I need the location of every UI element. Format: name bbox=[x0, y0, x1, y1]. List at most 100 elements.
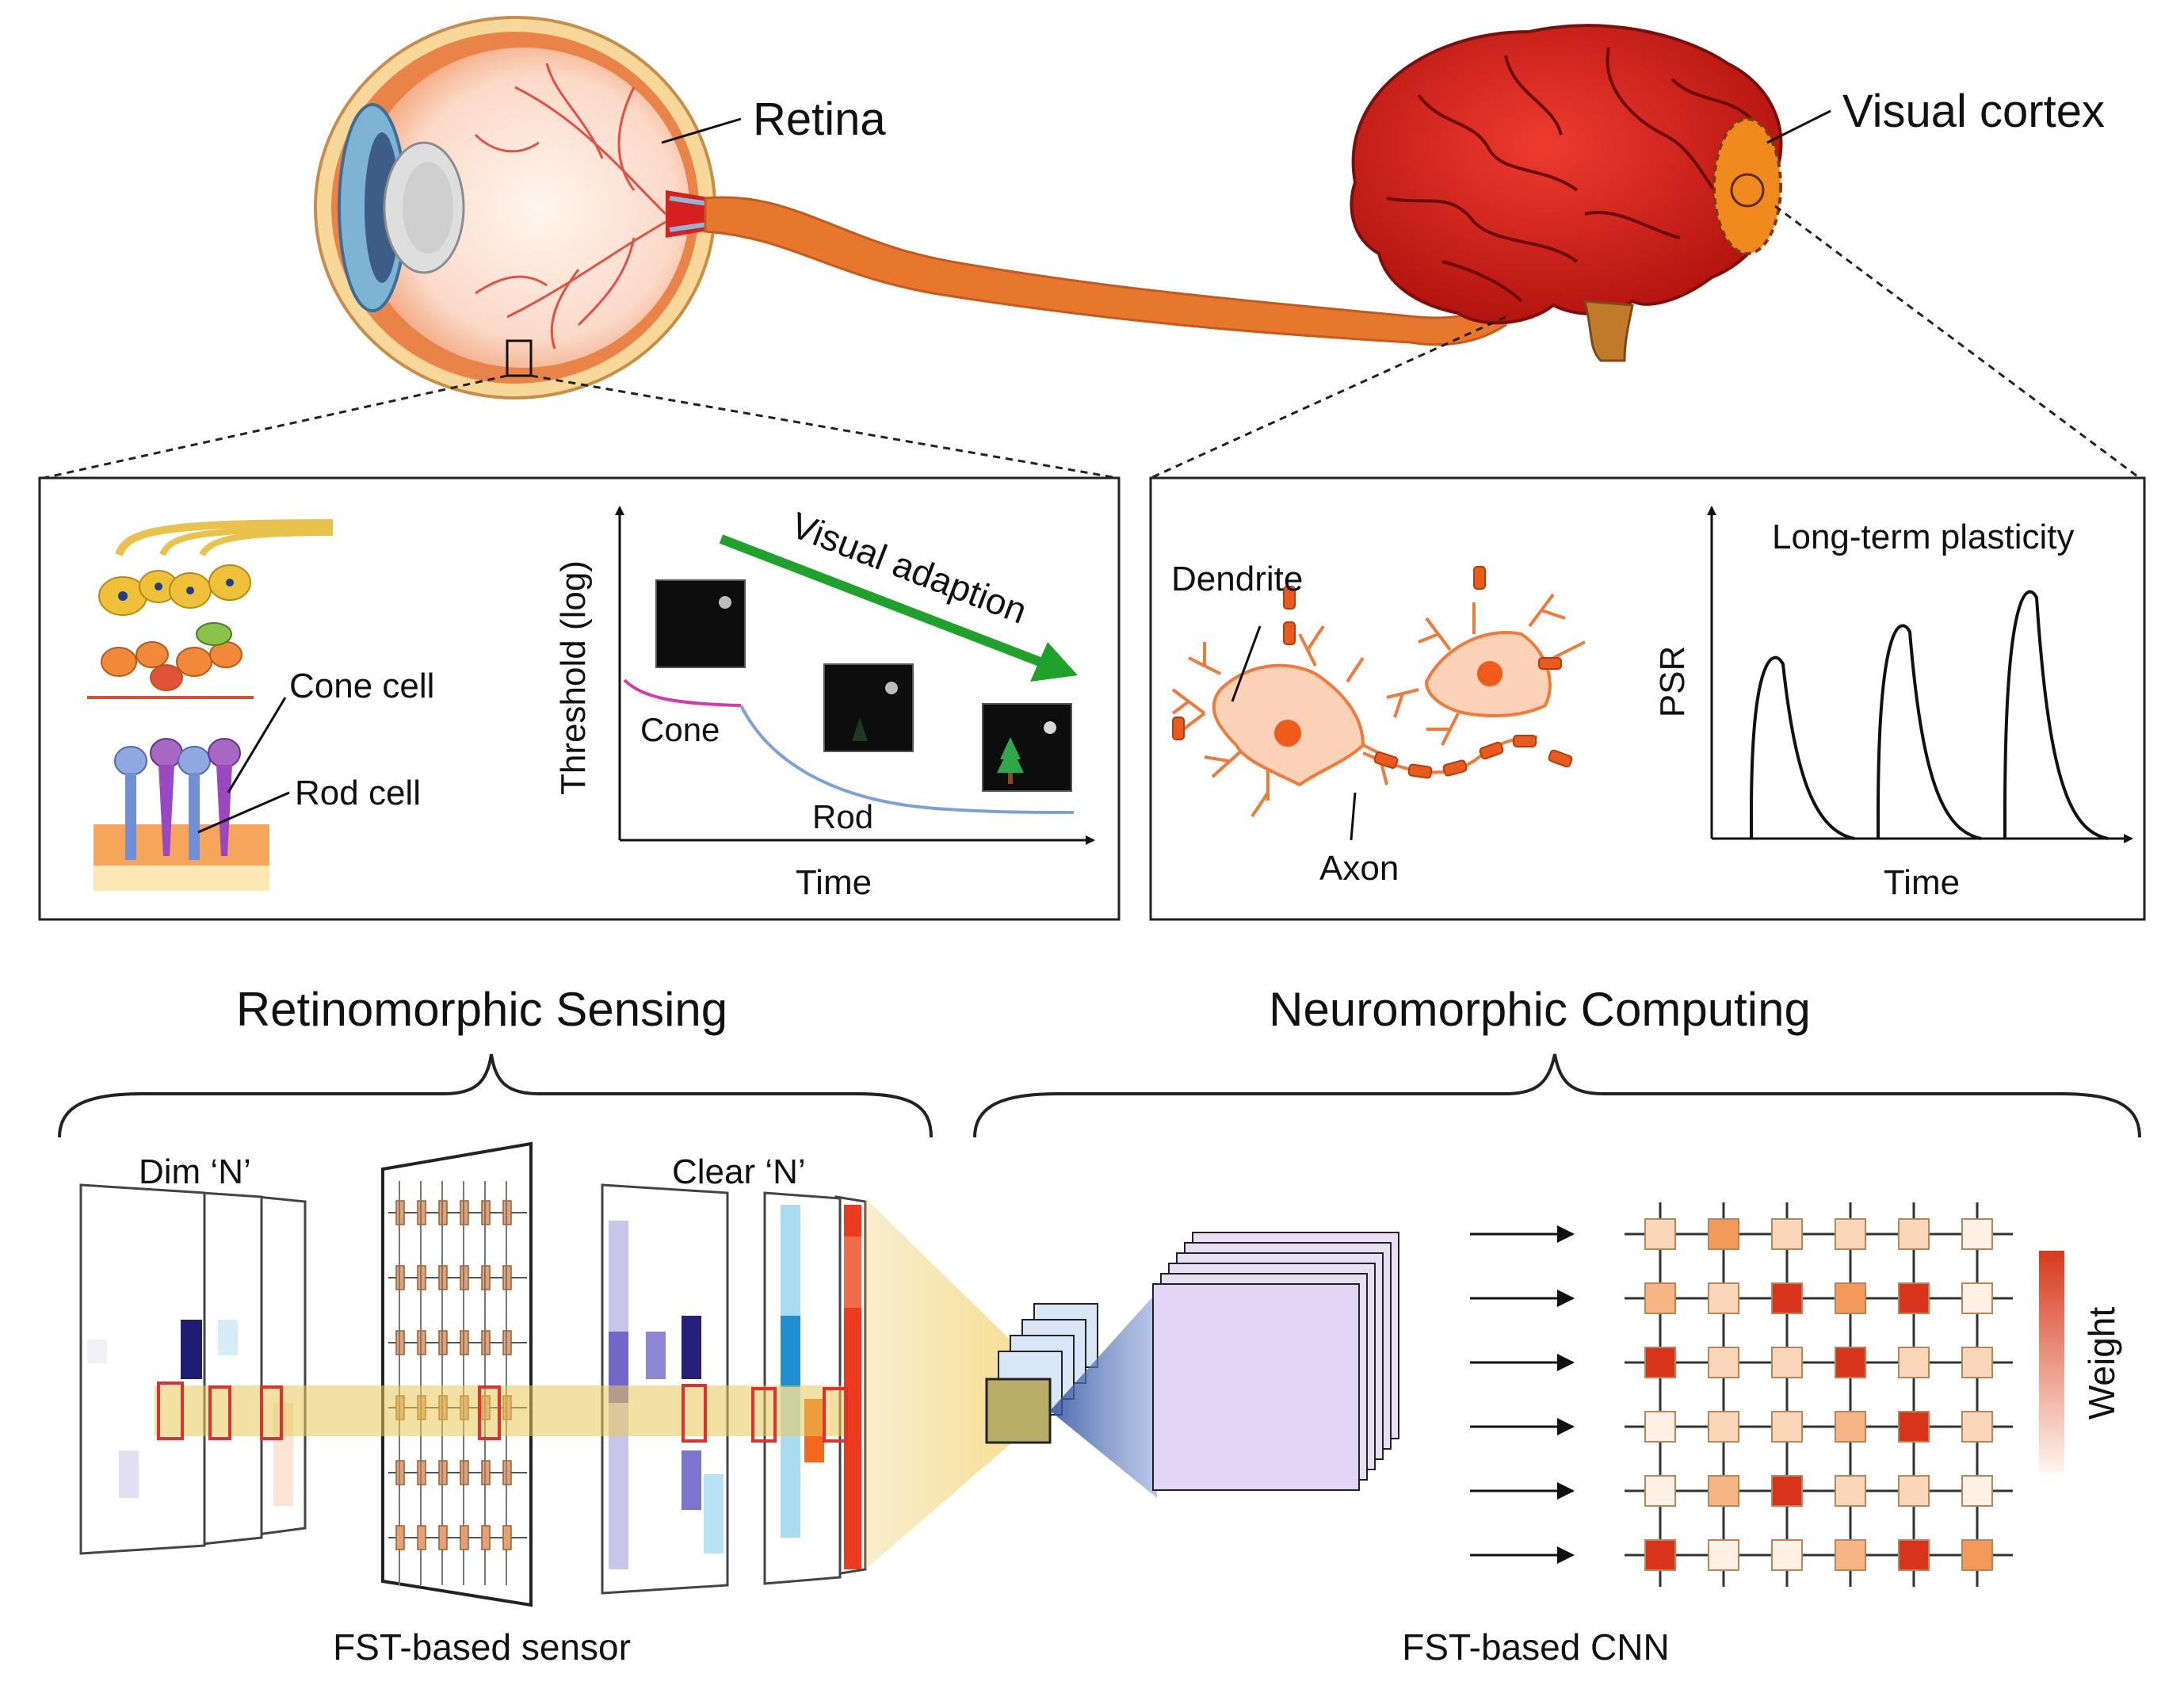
cone-cell-label: Cone cell bbox=[289, 667, 434, 705]
eye-illustration bbox=[314, 16, 716, 399]
weight-cell bbox=[1708, 1475, 1739, 1507]
sensor-pixel bbox=[460, 1265, 469, 1290]
plasticity-title: Long-term plasticity bbox=[1772, 518, 2074, 556]
sensor-pixel bbox=[438, 1460, 448, 1485]
sensor-pixel bbox=[460, 1525, 469, 1550]
sensor-pixel bbox=[438, 1525, 448, 1550]
weight-cell bbox=[1835, 1347, 1866, 1378]
fst-cnn-label: FST-based CNN bbox=[1402, 1626, 1669, 1668]
weight-cell bbox=[1835, 1411, 1866, 1443]
weight-cell bbox=[1961, 1539, 1993, 1571]
neuromorphic-computing-heading: Neuromorphic Computing bbox=[1269, 983, 1811, 1036]
visual-cortex-label: Visual cortex bbox=[1842, 86, 2105, 137]
weight-cell bbox=[1644, 1218, 1676, 1250]
sensor-pixel bbox=[417, 1265, 426, 1290]
blue-projection bbox=[1050, 1292, 1157, 1498]
cnn-input-stack bbox=[985, 1303, 1098, 1444]
weight-label: Weight bbox=[2081, 1307, 2122, 1420]
psr-pulses bbox=[1750, 590, 2109, 840]
weight-cell bbox=[1898, 1411, 1930, 1443]
adaptation-ylabel: Threshold (log) bbox=[554, 560, 593, 795]
axon-label: Axon bbox=[1319, 849, 1399, 888]
retina-label: Retina bbox=[753, 94, 886, 145]
weight-cell bbox=[1644, 1347, 1676, 1378]
sensor-pixel bbox=[502, 1200, 512, 1225]
weight-cell bbox=[1771, 1282, 1803, 1314]
sensor-pixel bbox=[502, 1265, 512, 1290]
weight-cell bbox=[1898, 1539, 1930, 1571]
weight-cell bbox=[1644, 1475, 1676, 1507]
sensor-pixel bbox=[395, 1460, 405, 1485]
plasticity-plot: PSR Time Long-term plasticity bbox=[1653, 506, 2133, 902]
weight-cell bbox=[1961, 1411, 1993, 1443]
weight-crossbar bbox=[1625, 1202, 2013, 1587]
weight-cell bbox=[1771, 1218, 1803, 1250]
computing-brace bbox=[973, 1053, 2141, 1138]
weight-cell bbox=[1898, 1218, 1930, 1250]
psr-pulse bbox=[1877, 624, 1982, 840]
brain-illustration bbox=[1350, 24, 1783, 362]
sensor-pixel bbox=[481, 1460, 491, 1485]
weight-cell bbox=[1708, 1282, 1739, 1314]
fst-sensor-array bbox=[381, 1141, 533, 1607]
weight-cell bbox=[1835, 1539, 1866, 1571]
adaptation-xlabel: Time bbox=[796, 863, 872, 902]
rod-curve-label: Rod bbox=[812, 798, 873, 835]
sensor-pixel bbox=[481, 1265, 491, 1290]
sensor-pixel bbox=[438, 1330, 448, 1355]
sensor-pixel bbox=[481, 1525, 491, 1550]
sensor-pixel bbox=[460, 1460, 469, 1485]
sensor-pixel bbox=[460, 1200, 469, 1225]
psr-pulse bbox=[1750, 655, 1855, 840]
rod-cell-label: Rod cell bbox=[295, 774, 421, 812]
sensor-pixel bbox=[438, 1265, 448, 1290]
weight-cell bbox=[1961, 1282, 1993, 1314]
neuron-illustration bbox=[1171, 566, 1586, 818]
weight-cell bbox=[1708, 1411, 1739, 1443]
weight-cell bbox=[1898, 1282, 1930, 1314]
weight-cell bbox=[1644, 1539, 1676, 1571]
yellow-projection bbox=[865, 1198, 1030, 1569]
plasticity-xlabel: Time bbox=[1884, 863, 1960, 902]
weight-cell bbox=[1961, 1218, 1993, 1250]
weight-cell bbox=[1708, 1347, 1739, 1378]
retinomorphic-sensing-heading: Retinomorphic Sensing bbox=[236, 983, 727, 1036]
sensor-pixel bbox=[417, 1460, 426, 1485]
psr-pulse bbox=[2003, 590, 2109, 840]
sensor-pixel bbox=[395, 1265, 405, 1290]
cone-curve-label: Cone bbox=[640, 711, 720, 748]
sensor-pixel bbox=[481, 1330, 491, 1355]
sensor-pixel bbox=[438, 1200, 448, 1225]
cnn-feature-maps bbox=[1152, 1232, 1399, 1491]
cone-curve bbox=[623, 678, 742, 707]
weight-cell bbox=[1771, 1539, 1803, 1571]
weight-cell bbox=[1961, 1347, 1993, 1378]
adaption-arrow bbox=[719, 534, 1048, 669]
retina-cell-layers bbox=[87, 519, 334, 891]
rod-curve bbox=[739, 705, 1075, 814]
sensor-pixel bbox=[502, 1525, 512, 1550]
sensor-pixel bbox=[460, 1330, 469, 1355]
clear-n-label: Clear ‘N’ bbox=[672, 1152, 806, 1191]
sensor-pixel bbox=[481, 1200, 491, 1225]
weight-cell bbox=[1835, 1282, 1866, 1314]
sensor-pixel bbox=[502, 1460, 512, 1485]
retina-zoom-box bbox=[506, 339, 533, 377]
weight-cell bbox=[1771, 1475, 1803, 1507]
dark-scene-2 bbox=[823, 663, 914, 752]
dark-scene-1 bbox=[655, 579, 746, 668]
plasticity-ylabel: PSR bbox=[1653, 646, 1692, 717]
weight-cell bbox=[1644, 1411, 1676, 1443]
weight-cell bbox=[1835, 1475, 1866, 1507]
weight-cell bbox=[1898, 1347, 1930, 1378]
sensor-pixel bbox=[502, 1330, 512, 1355]
weight-colorbar bbox=[2039, 1251, 2064, 1473]
zoom-guide-lines bbox=[43, 204, 2140, 480]
sensor-pixel bbox=[417, 1525, 426, 1550]
dim-n-label: Dim ‘N’ bbox=[139, 1152, 251, 1191]
sensing-brace bbox=[58, 1053, 933, 1138]
weight-cell bbox=[1771, 1347, 1803, 1378]
weight-cell bbox=[1644, 1282, 1676, 1314]
dim-image-planes bbox=[79, 1183, 307, 1555]
